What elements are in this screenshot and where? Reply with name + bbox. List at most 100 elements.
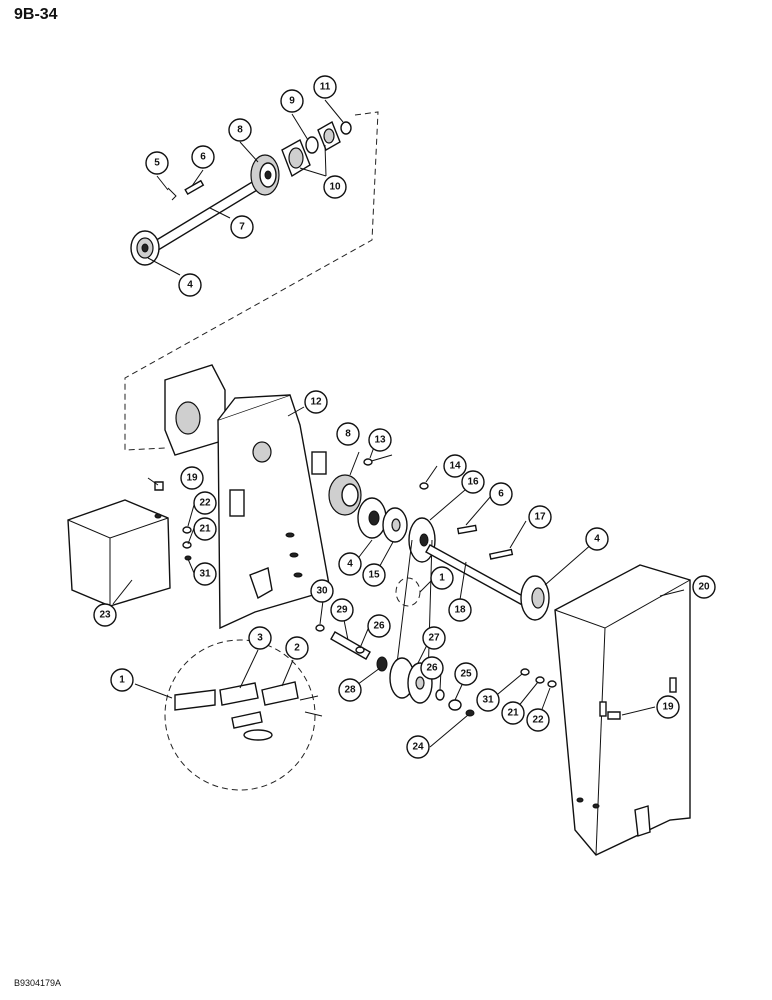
svg-text:10: 10 [329, 182, 341, 193]
callout-1: 1 [430, 566, 454, 590]
svg-text:24: 24 [412, 742, 424, 753]
svg-text:19: 19 [186, 473, 198, 484]
figure-code: B9304179A [14, 978, 62, 988]
callout-11: 11 [313, 75, 337, 99]
svg-text:3: 3 [257, 633, 263, 644]
svg-text:14: 14 [449, 461, 461, 472]
svg-text:5: 5 [154, 158, 160, 169]
svg-text:21: 21 [199, 524, 211, 535]
callout-16: 16 [461, 470, 485, 494]
svg-text:8: 8 [237, 125, 243, 136]
svg-text:1: 1 [439, 573, 445, 584]
svg-text:6: 6 [498, 489, 504, 500]
svg-text:11: 11 [320, 82, 331, 93]
right-cover [554, 564, 691, 856]
callout-19: 19 [180, 466, 204, 490]
svg-text:28: 28 [344, 685, 356, 696]
callout-31: 31 [193, 562, 217, 586]
callout-5: 5 [145, 151, 169, 175]
svg-text:26: 26 [373, 621, 385, 632]
callout-13: 13 [368, 428, 392, 452]
main-housing [164, 364, 331, 630]
callout-19: 19 [656, 695, 680, 719]
flange-plate [317, 120, 341, 152]
callout-8: 8 [336, 422, 360, 446]
callout-8: 8 [228, 118, 252, 142]
callout-2: 2 [285, 636, 309, 660]
svg-text:7: 7 [239, 222, 245, 233]
callout-26: 26 [420, 656, 444, 680]
svg-text:4: 4 [347, 559, 353, 570]
callout-23: 23 [93, 603, 117, 627]
callout-22: 22 [526, 708, 550, 732]
callout-26: 26 [367, 614, 391, 638]
svg-text:16: 16 [467, 477, 479, 488]
svg-text:18: 18 [454, 605, 466, 616]
callout-17: 17 [528, 505, 552, 529]
svg-text:23: 23 [99, 610, 111, 621]
gear-upper [250, 154, 280, 196]
collar [340, 121, 352, 135]
bearing [305, 136, 319, 154]
callout-1: 1 [110, 668, 134, 692]
left-fasteners [154, 481, 192, 561]
svg-text:30: 30 [316, 586, 328, 597]
callout-15: 15 [362, 563, 386, 587]
svg-text:29: 29 [336, 605, 348, 616]
svg-text:25: 25 [460, 669, 472, 680]
callout-20: 20 [692, 575, 716, 599]
svg-text:22: 22 [532, 715, 544, 726]
upper-drive-assembly [130, 120, 352, 266]
svg-text:31: 31 [199, 569, 211, 580]
svg-text:6: 6 [200, 152, 206, 163]
left-cover [67, 499, 171, 607]
callout-28: 28 [338, 678, 362, 702]
callout-3: 3 [248, 626, 272, 650]
svg-text:15: 15 [368, 570, 380, 581]
callout-30: 30 [310, 579, 334, 603]
callout-25: 25 [454, 662, 478, 686]
pin [167, 187, 177, 201]
svg-text:17: 17 [534, 512, 546, 523]
svg-text:13: 13 [374, 435, 386, 446]
callout-6: 6 [191, 145, 215, 169]
svg-text:21: 21 [507, 708, 519, 719]
callout-labels: 11 9 8 5 6 10 7 4 12 8 13 14 16 19 22 21… [93, 75, 716, 759]
callout-29: 29 [330, 598, 354, 622]
assembly-boundary [124, 111, 379, 451]
svg-text:22: 22 [199, 498, 211, 509]
callout-21: 21 [193, 517, 217, 541]
svg-text:20: 20 [698, 582, 710, 593]
svg-text:12: 12 [310, 397, 322, 408]
svg-text:19: 19 [662, 702, 674, 713]
callout-18: 18 [448, 598, 472, 622]
callout-14: 14 [443, 454, 467, 478]
pulley-upper [130, 230, 160, 266]
callout-6: 6 [489, 482, 513, 506]
svg-text:27: 27 [428, 633, 440, 644]
callout-31: 31 [476, 688, 500, 712]
svg-text:2: 2 [294, 643, 300, 654]
callout-27: 27 [422, 626, 446, 650]
svg-text:1: 1 [119, 675, 125, 686]
idler-assembly [315, 624, 475, 717]
callout-7: 7 [230, 215, 254, 239]
svg-text:31: 31 [482, 695, 494, 706]
flange-bearing [281, 139, 311, 178]
callout-4: 4 [178, 273, 202, 297]
right-fasteners [520, 668, 621, 720]
callout-4: 4 [338, 552, 362, 576]
callout-10: 10 [323, 175, 347, 199]
callout-24: 24 [406, 735, 430, 759]
callout-12: 12 [304, 390, 328, 414]
callout-22: 22 [193, 491, 217, 515]
svg-text:4: 4 [594, 534, 600, 545]
callout-4: 4 [585, 527, 609, 551]
callout-9: 9 [280, 89, 304, 113]
svg-text:26: 26 [426, 663, 438, 674]
svg-text:4: 4 [187, 280, 193, 291]
page-number: 9B-34 [14, 6, 58, 23]
chain-link-detail [164, 639, 323, 791]
svg-text:8: 8 [345, 429, 351, 440]
